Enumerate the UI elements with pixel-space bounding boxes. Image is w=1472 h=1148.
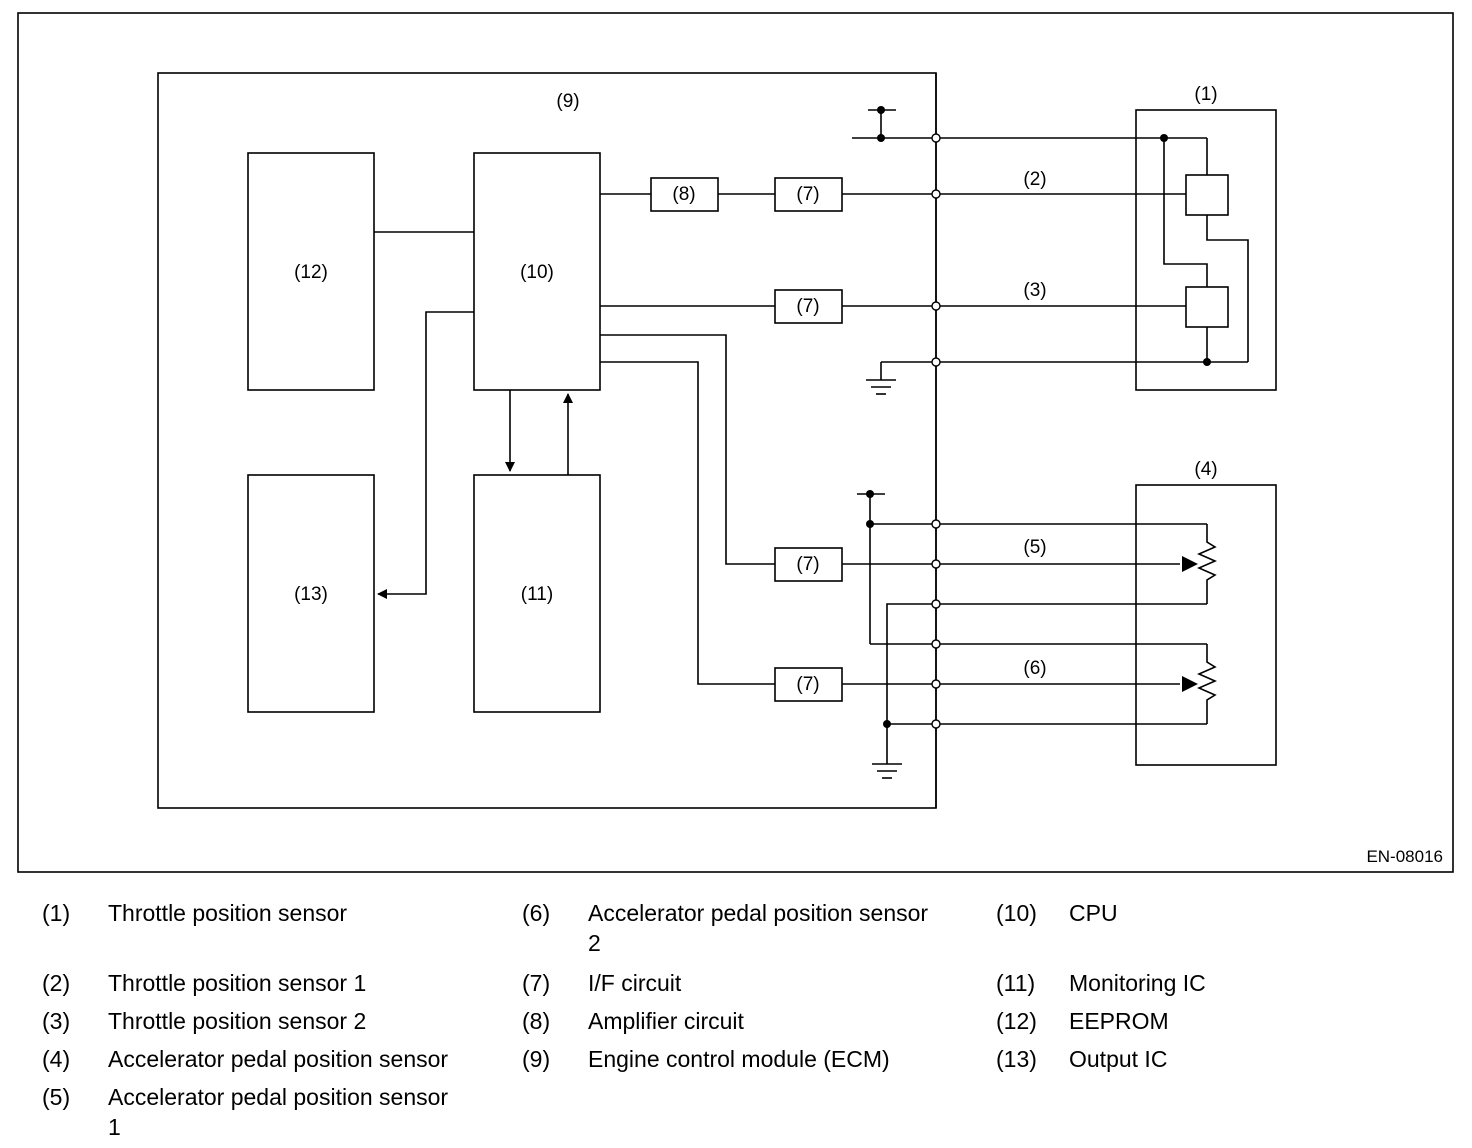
- legend-number: (11): [996, 970, 1036, 996]
- legend-label: Accelerator pedal position sensor: [588, 900, 929, 926]
- callout-accel-sensor: (4): [1194, 459, 1217, 480]
- legend-label: CPU: [1069, 900, 1118, 926]
- legend-number: (7): [522, 970, 551, 996]
- eeprom-block: [247, 152, 375, 391]
- legend-label-continued: 2: [588, 930, 601, 956]
- legend-number: (4): [42, 1046, 71, 1072]
- legend-number: (10): [996, 900, 1037, 926]
- callout-amplifier: (8): [672, 184, 695, 205]
- wiring-diagram: (9) (12) (10) (13) (11) (8) (7) (7) (7) …: [17, 12, 1454, 873]
- callout-accel-sensor-2: (6): [1023, 658, 1046, 679]
- callout-monitoring-ic: (11): [521, 584, 553, 605]
- legend-number: (3): [42, 1008, 71, 1034]
- callout-eeprom: (12): [294, 262, 328, 283]
- output-ic-block: [247, 474, 375, 713]
- accel-pedal-sensor-box: [1135, 484, 1277, 766]
- legend-number: (9): [522, 1046, 551, 1072]
- throttle-sensor-box: [1135, 109, 1277, 391]
- callout-throttle-sensor-2: (3): [1023, 280, 1046, 301]
- callout-throttle-sensor: (1): [1194, 84, 1217, 105]
- legend-number: (5): [42, 1084, 71, 1110]
- legend: (1) Throttle position sensor (2) Throttl…: [0, 898, 1472, 1148]
- legend-number: (2): [42, 970, 71, 996]
- legend-number: (1): [42, 900, 71, 926]
- legend-number: (8): [522, 1008, 551, 1034]
- figure-code: EN-08016: [1366, 847, 1443, 866]
- callout-if-1: (7): [796, 184, 819, 205]
- callout-if-3: (7): [796, 554, 819, 575]
- cpu-block: [473, 152, 601, 391]
- legend-label: Accelerator pedal position sensor: [108, 1046, 449, 1072]
- legend-label: Engine control module (ECM): [588, 1046, 890, 1072]
- callout-if-2: (7): [796, 296, 819, 317]
- figure-frame: [17, 12, 1454, 873]
- legend-label: Throttle position sensor 2: [108, 1008, 367, 1034]
- callout-ecm: (9): [556, 91, 579, 112]
- legend-number: (6): [522, 900, 551, 926]
- legend-label: EEPROM: [1069, 1008, 1169, 1034]
- monitoring-ic-block: [473, 474, 601, 713]
- legend-label: I/F circuit: [588, 970, 682, 996]
- legend-label: Amplifier circuit: [588, 1008, 744, 1034]
- callout-output-ic: (13): [294, 584, 328, 605]
- callout-throttle-sensor-1: (2): [1023, 169, 1046, 190]
- callout-cpu: (10): [520, 262, 554, 283]
- legend-label: Throttle position sensor: [108, 900, 348, 926]
- legend-label: Output IC: [1069, 1046, 1168, 1072]
- legend-label: Accelerator pedal position sensor: [108, 1084, 449, 1110]
- legend-label: Throttle position sensor 1: [108, 970, 367, 996]
- callout-if-4: (7): [796, 674, 819, 695]
- legend-label: Monitoring IC: [1069, 970, 1206, 996]
- callout-accel-sensor-1: (5): [1023, 537, 1046, 558]
- legend-number: (13): [996, 1046, 1037, 1072]
- legend-number: (12): [996, 1008, 1037, 1034]
- legend-label-continued: 1: [108, 1114, 121, 1140]
